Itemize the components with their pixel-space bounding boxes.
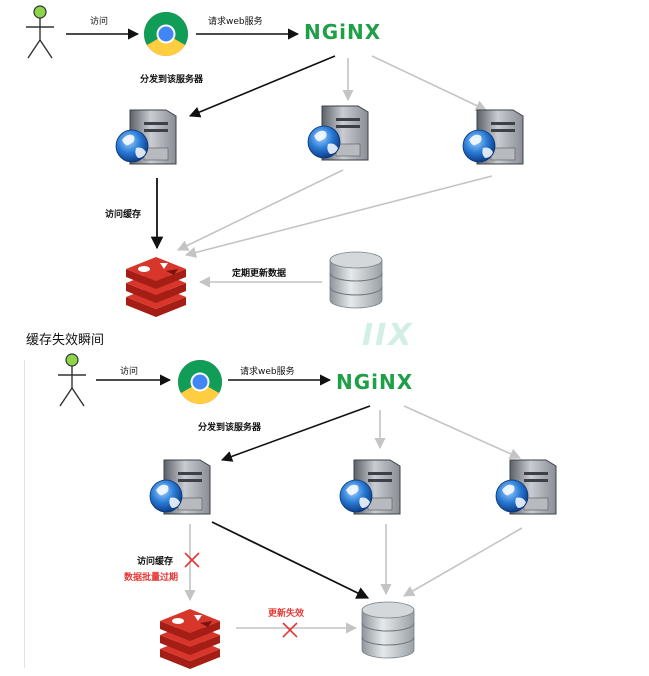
label-visit: 访问 — [90, 17, 109, 27]
watermark: IIX — [362, 318, 414, 353]
label-update-failed: 更新失效 — [268, 609, 305, 619]
label-access-cache: 访问缓存 — [105, 210, 142, 220]
user-icon-2 — [57, 353, 87, 407]
arrow-server-3-to-redis — [184, 175, 493, 258]
arrow-server-2-to-redis — [176, 169, 344, 251]
database-icon — [329, 251, 383, 309]
section-title: 缓存失效瞬间 — [26, 333, 105, 348]
label-access-cache-2: 访问缓存 — [137, 557, 174, 567]
redis-icon — [126, 257, 186, 317]
arrow-nginx-to-server-1-2 — [220, 405, 371, 462]
label-periodic-update: 定期更新数据 — [232, 269, 287, 279]
chrome-browser-icon-2 — [178, 357, 231, 404]
label-cache-expired: 数据批量过期 — [124, 573, 179, 583]
server-icon-3-2 — [495, 459, 557, 515]
left-divider — [24, 360, 25, 668]
server-icon-2 — [307, 105, 369, 161]
label-distribute-2: 分发到该服务器 — [198, 423, 262, 433]
nginx-logo-2: NGiNX — [336, 370, 414, 394]
server-icon-2-2 — [339, 459, 401, 515]
database-icon-2 — [361, 601, 415, 659]
server-icon-3 — [462, 109, 524, 165]
arrow-server-1-to-db-2 — [211, 521, 370, 599]
chrome-browser-icon — [144, 9, 197, 56]
arrow-server-3-to-db-2 — [403, 527, 523, 597]
arrow-nginx-to-server-1 — [188, 55, 336, 118]
server-icon-1 — [115, 109, 177, 165]
cross-icon-cache — [184, 552, 200, 568]
label-request: 请求web服务 — [208, 17, 263, 27]
label-request-2: 请求web服务 — [240, 367, 295, 377]
server-icon-1-2 — [149, 459, 211, 515]
label-distribute: 分发到该服务器 — [140, 75, 204, 85]
label-visit-2: 访问 — [120, 367, 139, 377]
arrow-nginx-to-server-3 — [371, 55, 488, 111]
user-icon — [25, 5, 55, 59]
nginx-logo: NGiNX — [304, 20, 382, 44]
arrow-nginx-to-server-3-2 — [403, 405, 522, 459]
redis-icon-2 — [160, 609, 220, 669]
cross-icon-update — [282, 622, 298, 638]
